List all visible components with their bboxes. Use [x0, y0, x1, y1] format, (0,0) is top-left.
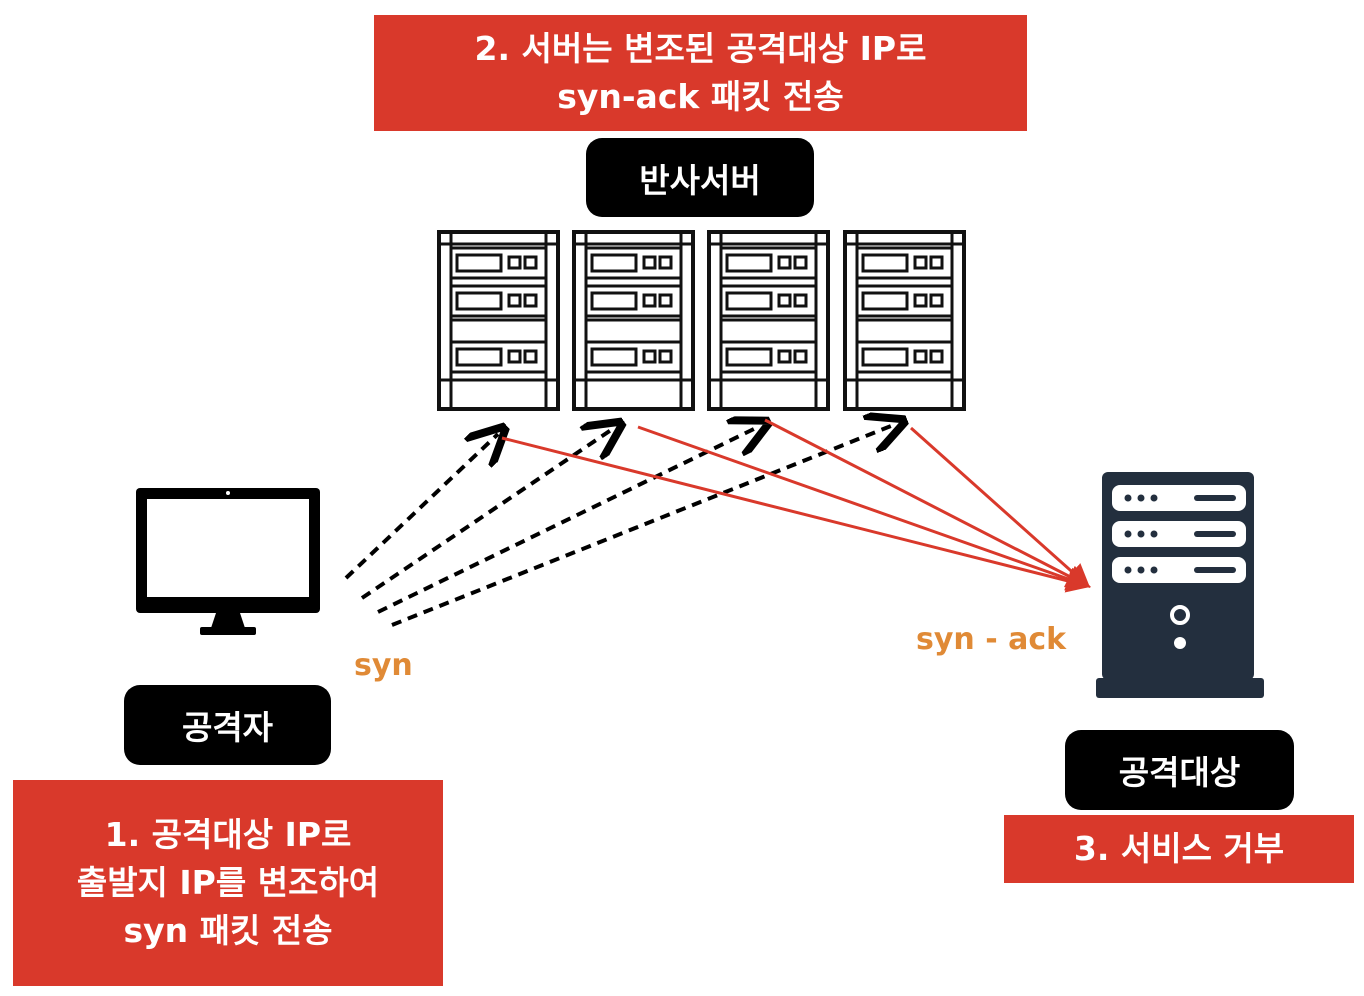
attacker-label: 공격자	[124, 685, 331, 765]
syn-arrow	[391, 424, 896, 627]
syn-ack-arrow	[910, 426, 1091, 588]
syn-arrow	[377, 426, 760, 614]
step-1-line-2: 출발지 IP를 변조하여	[76, 863, 380, 903]
syn-arrow	[360, 428, 614, 600]
syn-label: syn	[354, 648, 413, 683]
step-3-box: 3. 서비스 거부	[1004, 815, 1354, 883]
target-label: 공격대상	[1065, 730, 1294, 810]
step-2-box: 2. 서버는 변조된 공격대상 IP로 syn-ack 패킷 전송	[374, 15, 1027, 131]
step-2-line-1: 2. 서버는 변조된 공격대상 IP로	[474, 29, 927, 69]
syn-ack-arrow	[637, 425, 1091, 591]
syn-arrow	[344, 434, 498, 580]
step-2-line-2: syn-ack 패킷 전송	[557, 77, 844, 116]
reflector-label: 반사서버	[586, 138, 814, 217]
syn-ack-arrow	[764, 418, 1091, 588]
step-1-line-3: syn 패킷 전송	[123, 910, 333, 950]
step-3-line: 3. 서비스 거부	[1073, 829, 1285, 869]
syn-ack-arrow	[501, 436, 1091, 593]
syn-ack-label: syn - ack	[916, 622, 1067, 657]
step-1-line-1: 1. 공격대상 IP로	[104, 815, 352, 855]
step-1-box: 1. 공격대상 IP로 출발지 IP를 변조하여 syn 패킷 전송	[13, 780, 443, 986]
